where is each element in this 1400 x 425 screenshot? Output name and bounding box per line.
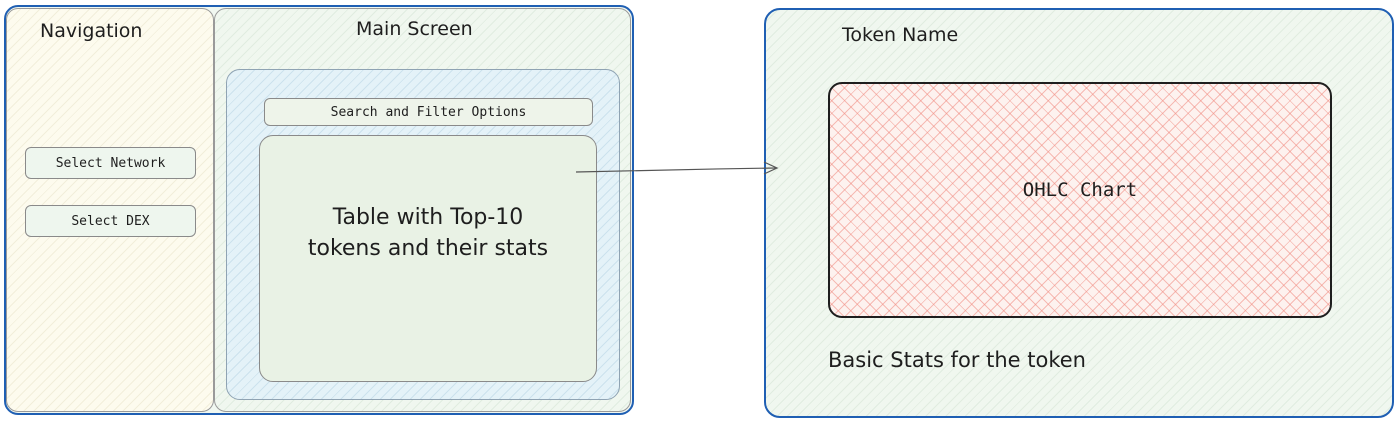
ohlc-chart-label: OHLC Chart xyxy=(1022,179,1138,201)
search-filter-bar[interactable]: Search and Filter Options xyxy=(264,98,593,126)
token-name-title: Token Name xyxy=(842,24,959,46)
select-dex-button[interactable]: Select DEX xyxy=(25,205,196,237)
ohlc-chart[interactable]: OHLC Chart xyxy=(828,82,1332,318)
navigation-title: Navigation xyxy=(40,20,143,42)
top-tokens-table[interactable]: Table with Top-10 tokens and their stats xyxy=(259,135,597,382)
token-stats-label: Basic Stats for the token xyxy=(828,348,1086,372)
main-screen-title: Main Screen xyxy=(356,18,473,40)
top-tokens-table-label: Table with Top-10 tokens and their stats xyxy=(307,205,549,261)
select-network-button[interactable]: Select Network xyxy=(25,147,196,179)
